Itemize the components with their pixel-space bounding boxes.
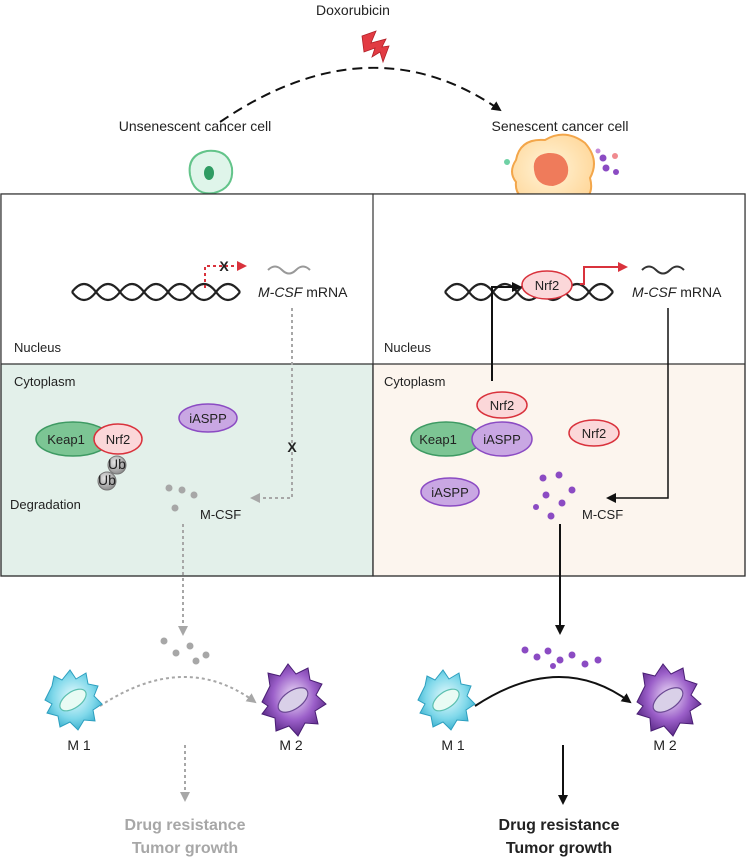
- m2-left-label: M 2: [279, 737, 303, 753]
- left-cytoplasm-label: Cytoplasm: [14, 374, 75, 389]
- svg-text:iASPP: iASPP: [431, 485, 469, 500]
- blocked-transcription-arrow: [204, 261, 247, 288]
- transition-arrow: [219, 66, 502, 123]
- right-cell-label: Senescent cancer cell: [492, 118, 629, 134]
- active-transcription-arrow: [580, 262, 628, 285]
- mcsf-particles-right: [533, 471, 576, 520]
- drug-label: Doxorubicin: [316, 2, 390, 18]
- macrophage-m1-right-icon: [417, 669, 476, 731]
- keap1-nrf2-complex-left: Keap1 Nrf2: [35, 421, 143, 457]
- svg-text:Ub: Ub: [108, 456, 126, 472]
- polarization-arrow-left: [99, 676, 257, 707]
- iaspp-left: iASPP: [178, 403, 238, 433]
- mrna-left-label: M-CSF mRNA: [258, 284, 348, 300]
- outcome-right-line2: Tumor growth: [506, 840, 612, 857]
- blocked-transcription-mark: X: [219, 258, 229, 274]
- m1-left-label: M 1: [67, 737, 91, 753]
- svg-text:Nrf2: Nrf2: [535, 278, 560, 293]
- outcome-right-line1: Drug resistance: [499, 817, 620, 834]
- ubiquitin-icon: Ub Ub: [97, 455, 127, 491]
- svg-text:iASPP: iASPP: [483, 432, 521, 447]
- svg-text:Nrf2: Nrf2: [582, 426, 607, 441]
- mcsf-secreted-left: [160, 637, 210, 665]
- outcome-left-line2: Tumor growth: [132, 840, 238, 857]
- blocked-translation-arrow: [250, 308, 293, 503]
- nrf2-nucleus: Nrf2: [521, 270, 573, 300]
- macrophage-m2-left-icon: [261, 663, 327, 737]
- svg-text:iASPP: iASPP: [189, 411, 227, 426]
- mcsf-right-label: M-CSF: [582, 507, 623, 522]
- svg-text:Ub: Ub: [98, 472, 116, 488]
- m2-right-label: M 2: [653, 737, 677, 753]
- mcsf-particles-left: [165, 484, 198, 512]
- keap1-iaspp-complex: Keap1 iASPP: [410, 421, 533, 457]
- nrf2-free-right: Nrf2: [568, 419, 620, 447]
- mrna-right-label: M-CSF mRNA: [632, 284, 722, 300]
- nrf2-free-top: Nrf2: [476, 391, 528, 419]
- blocked-translation-mark: X: [287, 439, 297, 455]
- mrna-left-icon: [267, 265, 311, 275]
- svg-text:Nrf2: Nrf2: [106, 432, 131, 447]
- unsenescent-cell-icon: [188, 149, 234, 195]
- svg-text:Keap1: Keap1: [419, 432, 457, 447]
- outcome-left-line1: Drug resistance: [125, 817, 246, 834]
- left-cell-label: Unsenescent cancer cell: [119, 118, 272, 134]
- macrophage-m1-left-icon: [44, 669, 103, 731]
- m1-right-label: M 1: [441, 737, 465, 753]
- degradation-label: Degradation: [10, 497, 81, 512]
- polarization-arrow-right: [474, 676, 632, 707]
- mcsf-secreted-right: [521, 646, 602, 669]
- nrf2-translocation-arrow: [491, 282, 522, 381]
- right-cytoplasm-label: Cytoplasm: [384, 374, 445, 389]
- iaspp-free: iASPP: [420, 477, 480, 507]
- svg-text:Nrf2: Nrf2: [490, 398, 515, 413]
- left-nucleus-label: Nucleus: [14, 340, 61, 355]
- svg-text:Keap1: Keap1: [47, 432, 85, 447]
- macrophage-m2-right-icon: [636, 663, 702, 737]
- left-nucleus-area: [1, 194, 373, 364]
- mrna-right-icon: [641, 265, 685, 275]
- dna-helix-left: [71, 282, 241, 302]
- mcsf-left-label: M-CSF: [200, 507, 241, 522]
- lightning-icon: [361, 30, 390, 64]
- right-nucleus-label: Nucleus: [384, 340, 431, 355]
- translation-arrow: [606, 308, 669, 503]
